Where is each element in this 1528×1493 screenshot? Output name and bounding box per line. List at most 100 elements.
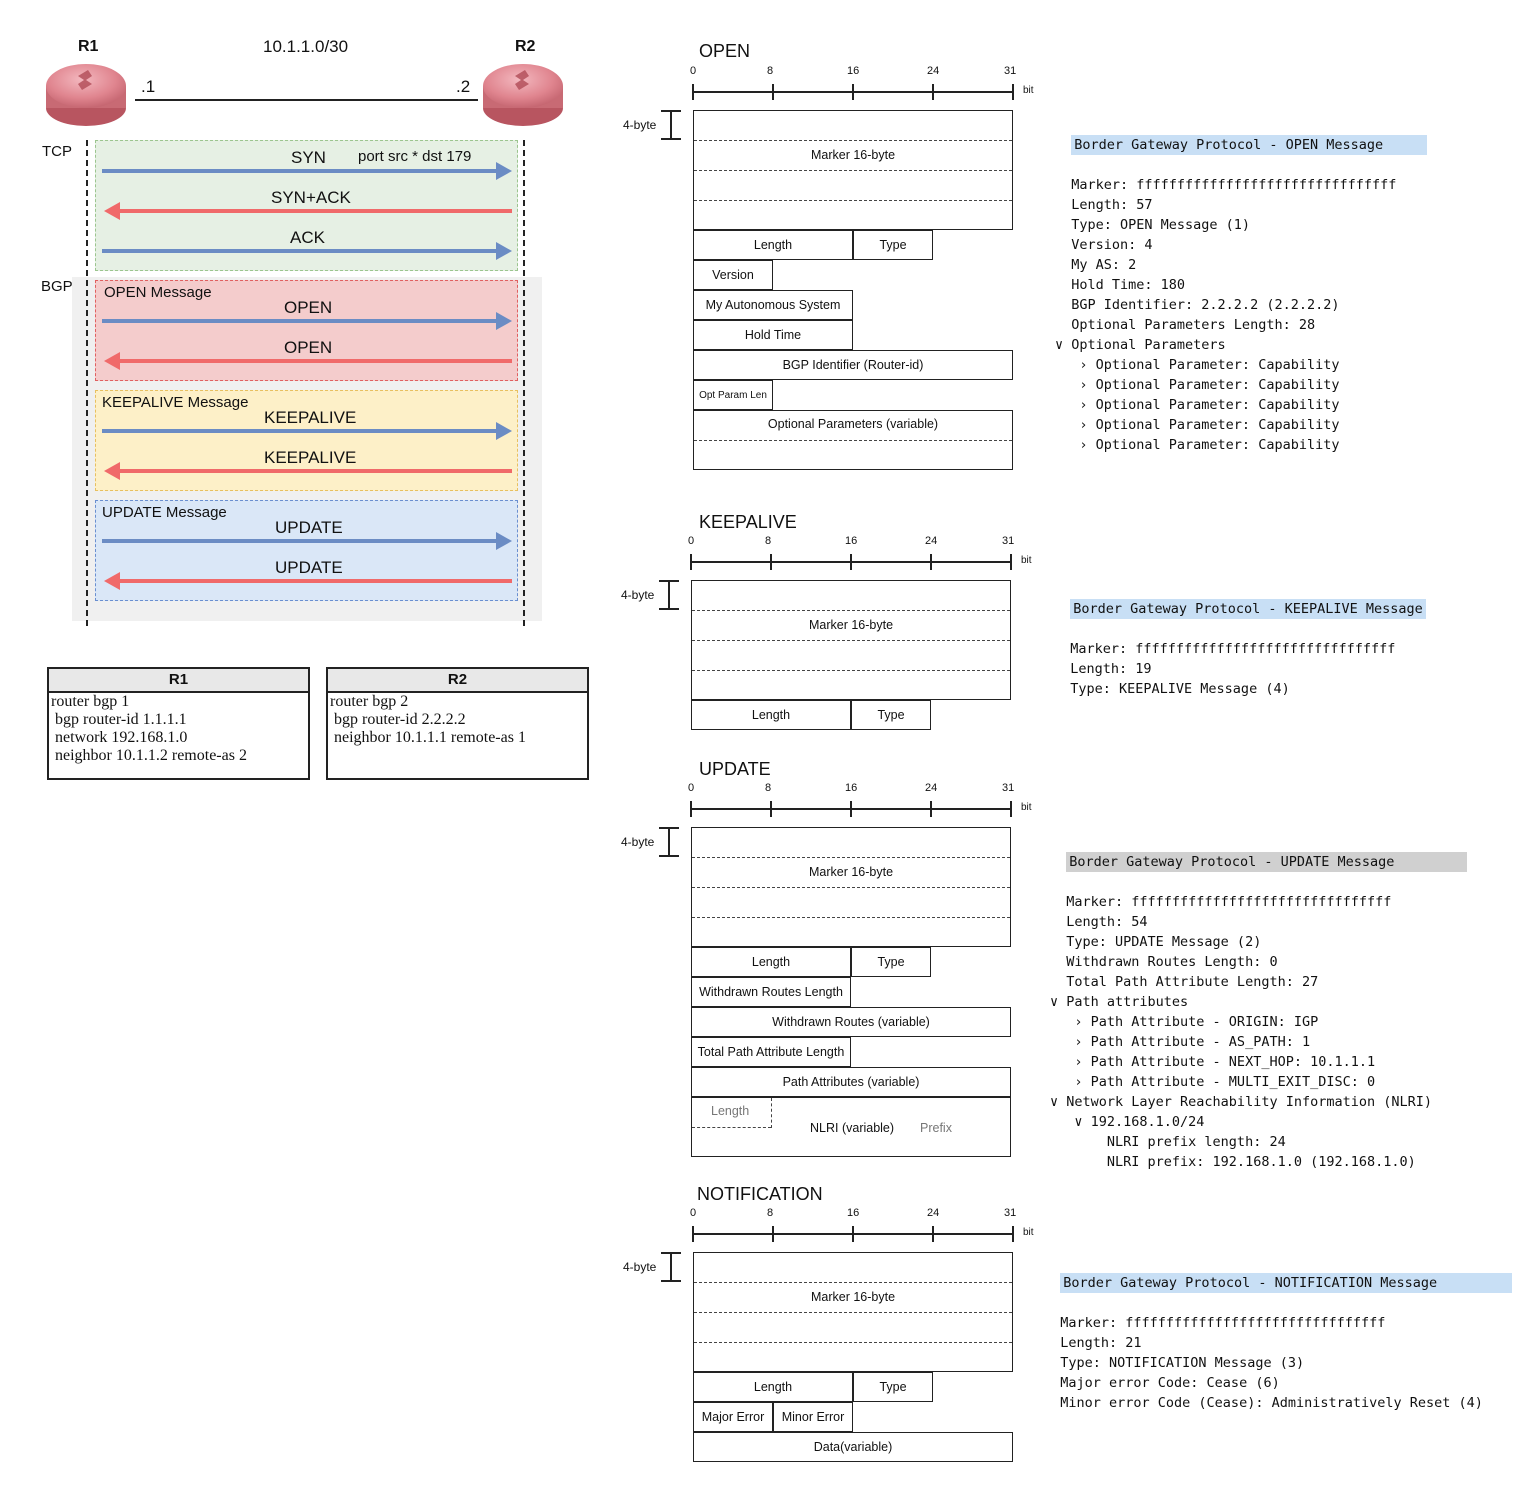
marker-label: Marker 16-byte (810, 1290, 896, 1304)
protocol-tree-line[interactable]: Optional Parameters Length: 28 (1055, 317, 1316, 333)
config-line: neighbor 10.1.1.2 remote-as 2 (51, 747, 247, 764)
bit-tick-label: 24 (927, 65, 940, 77)
bgp-identifier-field: BGP Identifier (Router-id) (693, 350, 1013, 380)
row-divider (694, 200, 1012, 201)
bit-unit-label: bit (1021, 555, 1032, 566)
protocol-tree-line[interactable]: Length: 57 (1055, 197, 1153, 213)
r2-config-title: R2 (328, 669, 587, 693)
bit-tick-label: 16 (845, 535, 858, 547)
syn-port-label: port src * dst 179 (358, 148, 472, 165)
protocol-tree-line[interactable]: NLRI prefix length: 24 (1050, 1134, 1286, 1150)
protocol-tree-line[interactable]: Type: NOTIFICATION Message (3) (1044, 1355, 1305, 1371)
protocol-tree-line[interactable]: NLRI prefix: 192.168.1.0 (192.168.1.0) (1050, 1154, 1416, 1170)
protocol-tree-line[interactable]: Marker: ffffffffffffffffffffffffffffffff (1044, 1315, 1386, 1331)
bit-tick-label: 31 (1002, 782, 1015, 794)
update-reply-label: UPDATE (275, 558, 343, 577)
protocol-tree-line[interactable]: BGP Identifier: 2.2.2.2 (2.2.2.2) (1055, 297, 1340, 313)
config-line: bgp router-id 2.2.2.2 (330, 711, 466, 728)
protocol-tree-line[interactable]: Total Path Attribute Length: 27 (1050, 974, 1319, 990)
r1-config-table: R1 router bgp 1 bgp router-id 1.1.1.1 ne… (47, 667, 310, 780)
syn-label: SYN (291, 148, 326, 167)
protocol-tree-line[interactable]: Marker: ffffffffffffffffffffffffffffffff (1050, 894, 1392, 910)
protocol-tree-line[interactable]: › Path Attribute - AS_PATH: 1 (1050, 1034, 1311, 1050)
protocol-tree-line[interactable]: ∨ Network Layer Reachability Information… (1050, 1094, 1433, 1110)
type-field: Type (853, 1372, 933, 1402)
r1-config-title: R1 (49, 669, 308, 693)
update-format-title: UPDATE (699, 759, 771, 779)
protocol-tree-line[interactable]: Version: 4 (1055, 237, 1153, 253)
config-line: router bgp 1 (51, 693, 130, 710)
protocol-tree-line[interactable]: Length: 54 (1050, 914, 1148, 930)
wireshark-keepalive-lines: Marker: ffffffffffffffffffffffffffffffff… (1054, 639, 1426, 699)
keepalive-bit-ruler (690, 554, 1012, 570)
major-error-field: Major Error (693, 1402, 773, 1432)
protocol-tree-line[interactable]: › Optional Parameter: Capability (1055, 397, 1340, 413)
protocol-tree-line[interactable]: › Optional Parameter: Capability (1055, 377, 1340, 393)
open-group-label: OPEN Message (104, 284, 212, 301)
protocol-tree-line[interactable]: › Optional Parameter: Capability (1055, 417, 1340, 433)
open-bit-ruler (692, 84, 1014, 100)
protocol-tree-line[interactable]: Withdrawn Routes Length: 0 (1050, 954, 1278, 970)
keepalive-reply-label: KEEPALIVE (264, 448, 357, 467)
nlri-prefix-label: Prefix (920, 1121, 952, 1135)
bit-unit-label: bit (1023, 85, 1034, 96)
bit-unit-label: bit (1021, 802, 1032, 813)
synack-label: SYN+ACK (271, 188, 351, 207)
bit-tick-label: 0 (690, 1207, 697, 1219)
config-line: network 192.168.1.0 (51, 729, 188, 746)
total-path-attribute-length-field: Total Path Attribute Length (691, 1037, 851, 1067)
r2-config-table: R2 router bgp 2 bgp router-id 2.2.2.2 ne… (326, 667, 589, 780)
bit-tick-label: 31 (1004, 65, 1017, 77)
length-field: Length (691, 947, 851, 977)
row-divider (694, 140, 1012, 141)
protocol-tree-line[interactable]: Length: 21 (1044, 1335, 1142, 1351)
bit-tick-label: 8 (767, 1207, 774, 1219)
length-field: Length (693, 1372, 853, 1402)
protocol-tree-line[interactable]: › Path Attribute - MULTI_EXIT_DISC: 0 (1050, 1074, 1376, 1090)
keepalive-message-group (95, 390, 518, 491)
protocol-tree-line[interactable]: › Optional Parameter: Capability (1055, 437, 1340, 453)
protocol-tree-line[interactable]: Type: OPEN Message (1) (1055, 217, 1251, 233)
config-line: bgp router-id 1.1.1.1 (51, 711, 187, 728)
config-line: router bgp 2 (330, 693, 409, 710)
protocol-tree-line[interactable]: My AS: 2 (1055, 257, 1137, 273)
protocol-tree-line[interactable]: Length: 19 (1054, 661, 1152, 677)
row-divider (692, 670, 1010, 671)
protocol-tree-line[interactable]: ∨ 192.168.1.0/24 (1050, 1114, 1205, 1130)
nlri-length-divider (771, 1098, 772, 1128)
protocol-tree-line[interactable]: ∨ Optional Parameters (1055, 337, 1226, 353)
bit-tick-label: 16 (845, 782, 858, 794)
update-message-group (95, 500, 518, 601)
protocol-tree-line[interactable]: Hold Time: 180 (1055, 277, 1186, 293)
r1-address: .1 (141, 77, 156, 96)
protocol-tree-line[interactable]: › Optional Parameter: Capability (1055, 357, 1340, 373)
subnet-label: 10.1.1.0/30 (263, 37, 349, 56)
marker-label: Marker 16-byte (808, 618, 894, 632)
protocol-tree-line[interactable]: ∨ Path attributes (1050, 994, 1189, 1010)
type-field: Type (851, 700, 931, 730)
row-divider (692, 857, 1010, 858)
optional-parameters-label: Optional Parameters (variable) (767, 417, 939, 431)
four-byte-label: 4-byte (623, 118, 657, 132)
protocol-tree-line[interactable]: Marker: ffffffffffffffffffffffffffffffff (1055, 177, 1397, 193)
ack-label: ACK (290, 228, 325, 247)
protocol-tree-line[interactable]: Type: UPDATE Message (2) (1050, 934, 1262, 950)
protocol-tree-line[interactable]: Type: KEEPALIVE Message (4) (1054, 681, 1290, 697)
protocol-tree-line[interactable]: Marker: ffffffffffffffffffffffffffffffff (1054, 641, 1396, 657)
minor-error-field: Minor Error (773, 1402, 853, 1432)
four-byte-bracket-icon (661, 1252, 681, 1282)
type-field: Type (853, 230, 933, 260)
data-field: Data(variable) (693, 1432, 1013, 1462)
open-request-label: OPEN (284, 298, 333, 317)
protocol-tree-line[interactable]: › Path Attribute - ORIGIN: IGP (1050, 1014, 1319, 1030)
protocol-tree-line[interactable]: Minor error Code (Cease): Administrative… (1044, 1395, 1483, 1411)
protocol-tree-line[interactable]: Major error Code: Cease (6) (1044, 1375, 1280, 1391)
open-format-title: OPEN (699, 41, 751, 61)
update-group-label: UPDATE Message (102, 504, 227, 521)
wireshark-open-panel: Border Gateway Protocol - OPEN Message M… (1055, 115, 1428, 475)
hold-time-field: Hold Time (693, 320, 853, 350)
bit-tick-label: 16 (847, 1207, 860, 1219)
protocol-tree-line[interactable]: › Path Attribute - NEXT_HOP: 10.1.1.1 (1050, 1054, 1376, 1070)
four-byte-bracket-icon (661, 110, 681, 140)
bit-tick-label: 0 (690, 65, 697, 77)
